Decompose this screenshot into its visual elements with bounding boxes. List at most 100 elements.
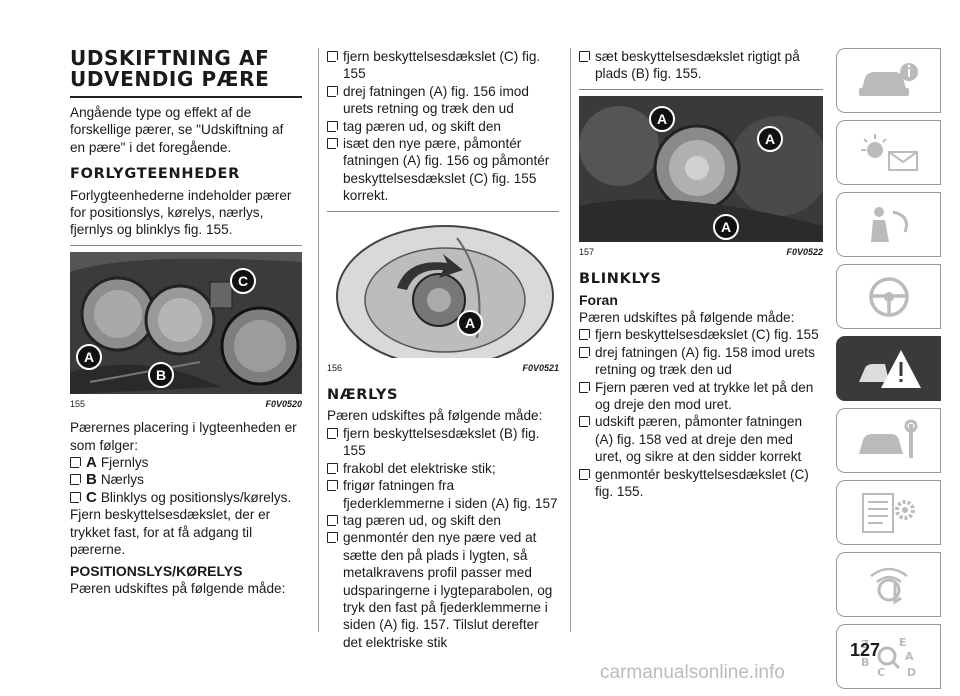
title-line-1: UDSKIFTNING AF (70, 46, 270, 70)
procedure-intro: Pæren udskiftes på følgende måde: (327, 408, 543, 424)
tab-technical-data[interactable] (836, 480, 941, 545)
checkbox-bullet-icon (327, 480, 340, 494)
heading-positionslys: POSITIONSLYS/KØRELYS (70, 562, 243, 579)
list-item: drej fatningen (A) fig. 156 imod urets r… (327, 83, 559, 118)
cover-text: Fjern beskyttelsesdækslet, der er trykke… (70, 507, 271, 558)
column-1: UDSKIFTNING AF UDVENDIG PÆRE Angående ty… (70, 48, 302, 597)
list-item: tag pæren ud, og skift den (327, 512, 559, 529)
section-text: Forlygteenhederne indeholder pærer for p… (70, 187, 292, 238)
heading-foran: Foran (579, 291, 618, 308)
list-item: frakobl det elektriske stik; (327, 460, 559, 477)
figure-number: 156 (327, 362, 343, 373)
list-item: fjern beskyttelsesdækslet (B) fig. 155 (327, 425, 559, 460)
placement-text: Pærernes placering i lygteenheden er som… (70, 420, 297, 453)
page-title: UDSKIFTNING AF UDVENDIG PÆRE (70, 48, 302, 90)
spec-sheet-gears-icon (861, 492, 915, 533)
column-divider (318, 48, 319, 632)
figure-code: F0V0521 (522, 362, 559, 373)
list-item: fjern beskyttelsesdækslet (C) fig. 155 (579, 326, 823, 343)
list-item: isæt den nye pære, påmontér fatningen (A… (327, 135, 559, 205)
figure-code: F0V0520 (265, 398, 302, 409)
label-a: A (457, 309, 483, 336)
title-line-2: UDVENDIG PÆRE (70, 67, 270, 91)
watermark-text: carmanualsonline.info (600, 662, 785, 683)
column-3: sæt beskyttelsesdækslet rigtigt på plads… (579, 48, 823, 501)
figure-rule (327, 210, 559, 212)
list-item: Fjern pæren ved at trykke let på den og … (579, 379, 823, 414)
procedure-intro: Pæren udskiftes på følgende måde: (579, 310, 795, 326)
tab-driving[interactable] (836, 264, 941, 329)
checkbox-bullet-icon (327, 138, 340, 152)
list-item: drej fatningen (A) fig. 158 imod urets r… (579, 344, 823, 379)
low-beam-socket-illustration (579, 95, 823, 242)
lights-message-icon (860, 133, 918, 171)
svg-text:D: D (907, 666, 916, 679)
page-number: 127 (850, 640, 881, 660)
warning-triangle-icon (858, 349, 921, 388)
list-item: genmontér beskyttelsesdækslet (C) fig. 1… (579, 466, 823, 501)
list-item: udskift pæren, påmonter fatningen (A) fi… (579, 413, 823, 465)
tab-car-info[interactable] (836, 48, 941, 113)
section-heading-naerlys: NÆRLYS (327, 387, 399, 404)
label-b: B (148, 361, 174, 388)
checkbox-bullet-icon (579, 51, 592, 64)
section-heading-forlygteenheder: FORLYGTEENHEDER (70, 166, 241, 183)
checkbox-bullet-icon (327, 120, 340, 134)
tab-maintenance[interactable] (836, 408, 941, 473)
svg-text:A: A (905, 650, 914, 663)
figure-caption: 156 F0V0521 (327, 360, 559, 377)
checkbox-bullet-icon (70, 457, 83, 471)
tab-safety[interactable] (836, 192, 941, 257)
checkbox-bullet-icon (70, 474, 83, 488)
label-a: A (76, 343, 102, 370)
label-a: A (757, 125, 783, 152)
svg-text:C: C (877, 666, 885, 679)
procedure-intro: Pæren udskiftes på følgende måde: (70, 580, 286, 596)
column-divider (570, 48, 571, 632)
tab-emergency[interactable] (836, 336, 941, 401)
steering-wheel-icon (868, 276, 909, 317)
label-a: A (713, 213, 739, 240)
checkbox-bullet-icon (327, 462, 340, 476)
bulb-socket-illustration (327, 217, 559, 358)
figure-157-photo: A A A (579, 95, 823, 242)
figure-code: F0V0522 (786, 246, 823, 257)
checkbox-bullet-icon (579, 381, 592, 395)
checkbox-bullet-icon (579, 329, 592, 343)
list-item: genmontér den nye pære ved at sætte den … (327, 529, 559, 651)
airbag-icon (870, 206, 908, 242)
figure-caption: 155 F0V0520 (70, 396, 302, 413)
list-item: sæt beskyttelsesdækslet rigtigt på plads… (579, 48, 823, 83)
figure-number: 157 (579, 246, 595, 257)
figure-rule (70, 244, 302, 246)
figure-rule (579, 88, 823, 90)
section-heading-blinklys: BLINKLYS (579, 271, 662, 288)
checkbox-bullet-icon (327, 532, 340, 546)
checkbox-bullet-icon (327, 85, 340, 99)
checkbox-bullet-icon (327, 514, 340, 528)
multimedia-icon (869, 567, 908, 605)
tab-multimedia[interactable] (836, 552, 941, 617)
svg-text:E: E (899, 636, 907, 649)
checkbox-bullet-icon (70, 491, 83, 505)
checkbox-bullet-icon (327, 427, 340, 441)
figure-155-photo: A B C (70, 251, 302, 394)
car-info-icon (858, 62, 918, 96)
svg-text:B: B (861, 656, 869, 669)
label-c: C (230, 267, 256, 294)
checkbox-bullet-icon (327, 51, 340, 64)
title-rule (70, 96, 302, 98)
figure-caption: 157 F0V0522 (579, 244, 823, 261)
list-item: fjern beskyttelsesdækslet (C) fig. 155 (327, 48, 559, 83)
intro-text: Angående type og effekt af de forskellig… (70, 105, 284, 155)
tab-lights-messages[interactable] (836, 120, 941, 185)
checkbox-bullet-icon (579, 468, 592, 482)
column-2: fjern beskyttelsesdækslet (C) fig. 155 d… (327, 48, 559, 651)
label-a: A (649, 105, 675, 132)
list-item: frigør fatningen fra fjederklemmerne i s… (327, 477, 559, 512)
